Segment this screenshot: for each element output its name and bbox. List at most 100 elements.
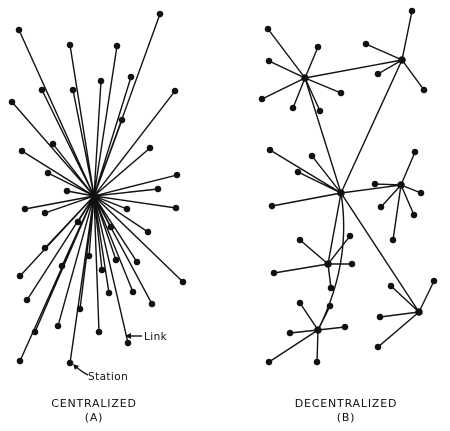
station-node bbox=[374, 343, 382, 351]
station-node bbox=[113, 42, 121, 50]
link-line bbox=[93, 195, 184, 283]
trunk-link-line bbox=[340, 59, 403, 194]
link-line bbox=[304, 46, 319, 79]
trunk-link-line bbox=[304, 77, 342, 194]
link-line bbox=[21, 150, 95, 197]
station-node bbox=[173, 171, 181, 179]
station-node bbox=[85, 252, 93, 260]
station-node bbox=[124, 339, 132, 347]
station-node bbox=[63, 187, 71, 195]
link-line bbox=[93, 76, 132, 197]
link-line bbox=[44, 195, 95, 214]
centralized-caption: CENTRALIZED bbox=[51, 397, 136, 410]
station-node bbox=[258, 95, 266, 103]
station-node bbox=[286, 329, 294, 337]
link-line bbox=[269, 149, 342, 194]
station-node bbox=[289, 104, 297, 112]
station-annotation: Station bbox=[73, 364, 128, 383]
station-node bbox=[123, 205, 131, 213]
link-annotation: Link bbox=[125, 331, 167, 343]
station-node bbox=[144, 228, 152, 236]
hub-node bbox=[324, 260, 332, 268]
station-node bbox=[264, 25, 272, 33]
link-line bbox=[18, 29, 95, 197]
link-line bbox=[72, 89, 95, 197]
link-line bbox=[93, 90, 176, 197]
station-node bbox=[69, 86, 77, 94]
decentralized-caption-letter: (B) bbox=[337, 411, 356, 424]
station-node bbox=[18, 147, 26, 155]
station-node bbox=[172, 204, 180, 212]
centralized-caption-letter: (A) bbox=[85, 411, 104, 424]
decentralized-network bbox=[258, 7, 438, 366]
station-node bbox=[420, 86, 428, 94]
station-node bbox=[107, 223, 115, 231]
station-node bbox=[23, 296, 31, 304]
link-line bbox=[418, 280, 435, 313]
link-line bbox=[327, 263, 332, 289]
link-line bbox=[400, 151, 416, 186]
station-node bbox=[265, 57, 273, 65]
station-node bbox=[296, 299, 304, 307]
link-line bbox=[267, 28, 306, 79]
link-line bbox=[299, 239, 329, 265]
link-line bbox=[19, 195, 95, 362]
station-node bbox=[31, 328, 39, 336]
link-line bbox=[261, 77, 306, 100]
link-line bbox=[93, 195, 110, 294]
link-line bbox=[44, 195, 95, 249]
link-line bbox=[327, 235, 351, 265]
link-line bbox=[268, 329, 319, 363]
link-line bbox=[93, 195, 138, 263]
station-node bbox=[265, 358, 273, 366]
station-node bbox=[38, 86, 46, 94]
station-label: Station bbox=[88, 371, 128, 383]
link-line bbox=[400, 184, 415, 216]
station-node bbox=[156, 10, 164, 18]
link-line bbox=[11, 101, 95, 197]
station-node bbox=[44, 169, 52, 177]
station-pointer-arrowhead bbox=[73, 364, 79, 370]
station-node bbox=[326, 302, 334, 310]
station-node bbox=[327, 284, 335, 292]
link-line bbox=[401, 10, 413, 61]
link-line bbox=[93, 195, 129, 344]
station-node bbox=[362, 40, 370, 48]
hub-node bbox=[337, 189, 345, 197]
link-line bbox=[93, 45, 118, 197]
link-line bbox=[93, 188, 159, 197]
trunk-link-line bbox=[340, 192, 420, 313]
station-node bbox=[8, 98, 16, 106]
station-node bbox=[154, 185, 162, 193]
station-node bbox=[133, 258, 141, 266]
link-line bbox=[297, 171, 342, 194]
station-node bbox=[417, 189, 425, 197]
station-node bbox=[387, 282, 395, 290]
station-node bbox=[179, 278, 187, 286]
link-line bbox=[365, 43, 403, 61]
link-line bbox=[268, 60, 306, 79]
link-line bbox=[69, 44, 95, 197]
link-line bbox=[93, 195, 149, 233]
centralized-network bbox=[8, 10, 187, 367]
hub-node bbox=[301, 74, 309, 82]
station-node bbox=[41, 209, 49, 217]
station-node bbox=[16, 272, 24, 280]
link-line bbox=[380, 184, 402, 208]
link-line bbox=[69, 195, 95, 364]
central-hub-node bbox=[89, 191, 99, 201]
link-line bbox=[93, 147, 151, 197]
trunk-link-line bbox=[340, 184, 402, 194]
link-line bbox=[377, 311, 420, 348]
station-node bbox=[97, 77, 105, 85]
link-line bbox=[299, 302, 319, 331]
link-line bbox=[93, 195, 128, 210]
station-node bbox=[66, 41, 74, 49]
decentralized-caption: DECENTRALIZED bbox=[295, 397, 397, 410]
link-line bbox=[311, 155, 342, 194]
station-node bbox=[16, 357, 24, 365]
hub-node bbox=[397, 181, 405, 189]
station-node bbox=[410, 211, 418, 219]
link-line bbox=[88, 195, 95, 257]
